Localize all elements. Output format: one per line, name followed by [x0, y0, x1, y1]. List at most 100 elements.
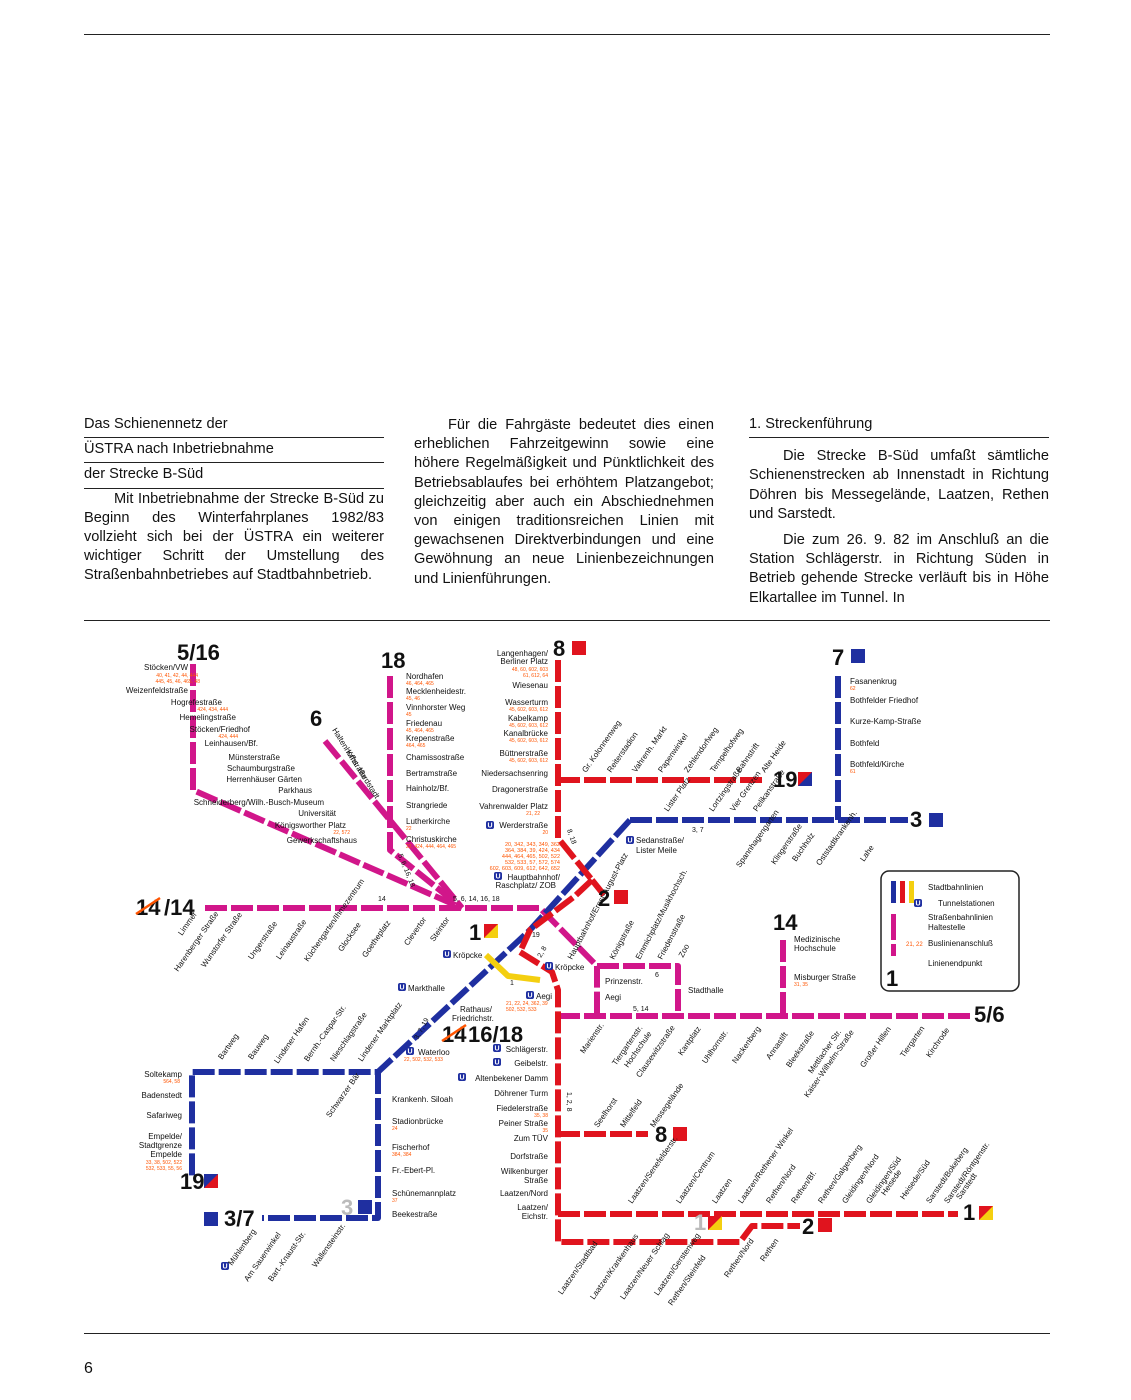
station-label: Bothfelder Friedhof: [850, 696, 919, 705]
station-bus: 445, 45, 46, 465, 48: [156, 679, 201, 685]
bottom-rule: [84, 1333, 1050, 1334]
station-label: Bauweg: [246, 1032, 270, 1061]
station-label: Langenhagen/: [497, 649, 549, 658]
line-3-7-south: [262, 1072, 381, 1221]
station-bus: 35: [542, 1128, 548, 1134]
station-label: Stadthalle: [688, 986, 724, 995]
line-number: 5/6: [974, 1002, 1005, 1027]
u-icon: U: [488, 823, 493, 830]
station-label: Markthalle: [408, 984, 445, 993]
strike-marks: [135, 896, 467, 1043]
station-label: Straße: [524, 1176, 549, 1185]
u-icon: U: [400, 985, 405, 992]
station-label: Hemelingstraße: [180, 713, 237, 722]
station-label: Hochschule: [794, 944, 836, 953]
station-label: Christuskirche: [406, 835, 457, 844]
legend-label: 21, 22: [906, 942, 923, 948]
station-label: Berliner Platz: [500, 657, 548, 666]
line-1-2-8: [517, 877, 800, 1245]
station-label: Bertramstraße: [406, 769, 458, 778]
station-bus: 61, 612, 64: [523, 673, 548, 679]
u-icon: U: [495, 1046, 500, 1053]
station-label: Zum TÜV: [514, 1134, 549, 1143]
station-bus: 45, 46: [406, 696, 420, 702]
station-bus: 532, 533, 57, 572, 574: [505, 860, 560, 866]
legend-label: Haltestelle: [928, 923, 966, 932]
station-label: Weizenfeldstraße: [126, 686, 189, 695]
station-label: Schlägerstr.: [506, 1045, 548, 1054]
station-bus: 62: [850, 686, 856, 692]
column-1-body: Mit Inbetriebnahme der Strecke B-Süd zu …: [84, 490, 384, 584]
line-number: 3: [341, 1195, 353, 1220]
line-number: 1: [694, 1210, 706, 1235]
u-icon: U: [445, 952, 450, 959]
station-label: Geibelstr.: [514, 1059, 548, 1068]
bundle-label: 6: [655, 972, 659, 979]
station-label: Mecklenheidestr.: [406, 687, 466, 696]
station-label: Fiedelerstraße: [496, 1104, 548, 1113]
station-label: Friedrichstr.: [452, 1014, 494, 1023]
station-label: Wiesenau: [512, 681, 548, 690]
tunnel-station-icons: U U U U U U U U U U U U U: [221, 821, 922, 1271]
text-column-1: Das Schienennetz der ÜSTRA nach Inbetrie…: [84, 413, 384, 586]
station-label: Fr.-Ebert-Pl.: [392, 1166, 435, 1175]
station-bus: 564, 58: [163, 1079, 180, 1085]
line-5-6-stadthalle: [597, 963, 681, 1016]
station-label: Rethen: [758, 1237, 780, 1263]
station-label: Wilkenburger: [501, 1167, 548, 1176]
station-label: Königstraße: [608, 918, 636, 961]
station-label: Badenstedt: [142, 1091, 183, 1100]
line-1-yellow: [483, 952, 541, 983]
station-label: Dorfstraße: [510, 1152, 548, 1161]
bundle-label: 8, 18: [565, 828, 577, 845]
legend-label: Straßenbahnlinien: [928, 913, 993, 922]
line-number: 2: [598, 886, 610, 911]
column-3-paragraph-1: Die Strecke B-Süd umfaßt sämtliche Schie…: [749, 448, 1049, 522]
line-number: 1: [963, 1200, 975, 1225]
station-label: Schaumburgstraße: [227, 764, 296, 773]
station-bus: 40, 41, 42, 44, 444: [156, 673, 198, 679]
station-label: Hauptbahnhof/: [508, 873, 561, 882]
station-label: Laatzen/: [517, 1203, 548, 1212]
station-label: Rathaus/: [460, 1005, 493, 1014]
station-bus: 602, 603, 609, 612, 642, 652: [490, 866, 560, 872]
u-icon: U: [628, 838, 633, 845]
station-label: Prinzenstr.: [605, 977, 643, 986]
station-label: Nackenberg: [730, 1025, 762, 1066]
line-number: 1: [469, 920, 481, 945]
map-legend: Stadtbahnlinien Tunnelstationen Straßenb…: [880, 870, 1020, 992]
magenta-routes: [190, 664, 970, 1019]
station-bus: 37: [392, 1198, 398, 1204]
blue-routes: [189, 676, 908, 1221]
station-label: Niedersachsenring: [481, 769, 548, 778]
station-label: Friedenau: [406, 719, 442, 728]
legend-endpoint-number: 1: [886, 966, 898, 991]
legend-label: Buslinienanschluß: [928, 939, 993, 948]
line-number: 2: [802, 1214, 814, 1239]
line-number: 8: [553, 636, 565, 661]
station-label: Kröpcke: [555, 963, 585, 972]
line-number: 18: [381, 648, 405, 673]
station-label: Beekestraße: [392, 1210, 438, 1219]
station-bus: 45: [406, 712, 412, 718]
station-label: Stadtgrenze: [139, 1141, 183, 1150]
station-bus: 48, 60, 602, 603: [512, 667, 548, 673]
station-label: Kabelkamp: [508, 714, 549, 723]
line-squares: [204, 641, 993, 1232]
station-label: Seelhorst: [592, 1096, 619, 1129]
column-heading-line: ÜSTRA nach Inbetriebnahme: [84, 438, 384, 464]
station-label: Sedanstraße/: [636, 836, 685, 845]
station-label: Kröpcke: [453, 951, 483, 960]
station-label: Kurze-Kamp-Straße: [850, 717, 922, 726]
line-number: 7: [832, 645, 844, 670]
station-label: Safariweg: [146, 1111, 182, 1120]
station-bus: 24: [392, 1126, 398, 1132]
station-label: Werderstraße: [499, 821, 548, 830]
u-icon: U: [223, 1264, 228, 1271]
station-label: Bartweg: [216, 1032, 240, 1061]
station-label: Wasserturm: [505, 698, 548, 707]
legend-label: Stadtbahnlinien: [928, 883, 983, 892]
station-label: Fischerhof: [392, 1143, 430, 1152]
station-bus: 424, 444: [219, 734, 239, 740]
station-bus: 20, 342, 343, 349, 362: [505, 842, 560, 848]
